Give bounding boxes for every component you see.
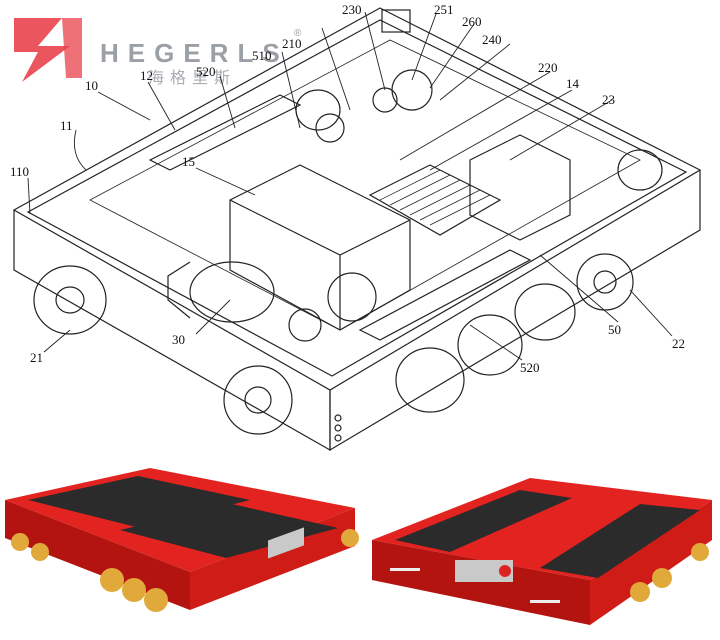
exploded-line-drawing: 10 11 12 14 15 21 22 23 30 50 110 210 22… [10,2,702,452]
callout-22: 22 [672,336,685,351]
gear-front-small [288,308,322,342]
frame-left-wall [13,210,331,452]
brand-logo: HEGERLS 海格里斯 ® [8,12,301,87]
frame-right-wall [329,170,701,452]
gear-lift-large [391,69,433,111]
callout-251: 251 [434,2,454,17]
lift-rail-front [358,249,532,341]
callout-30: 30 [172,332,185,347]
callout-220: 220 [538,60,558,75]
wheel-21-hub [55,286,85,314]
robot-render-left [5,468,359,612]
wheel-icon [122,578,146,602]
hydraulic-block [469,134,571,241]
callout-520-rear: 520 [196,64,216,79]
battery-box-edges [229,199,411,330]
emergency-stop-icon [499,565,511,577]
brand-chinese-name: 海格里斯 [148,68,237,87]
callout-10: 10 [85,78,98,93]
callout-110: 110 [10,164,29,179]
wheel-icon [100,568,124,592]
product-renderings [5,468,712,625]
wheel-right-1 [395,347,465,413]
top-connector-box [381,9,411,33]
wheel-icon [144,588,168,612]
brand-name: HEGERLS [100,38,289,68]
indicator-dot [334,424,342,432]
wheel-right-3 [514,283,576,341]
light-strip [530,600,560,603]
gear-front-right [327,272,377,322]
callout-50: 50 [608,322,621,337]
drive-motor [189,261,275,323]
wheel-icon [11,533,29,551]
frame-inner-outline [26,19,688,377]
indicator-dot [334,434,342,442]
right-top-pad-left [395,490,572,552]
callout-230: 230 [342,2,362,17]
callout-12: 12 [140,68,153,83]
wheel-icon [31,543,49,561]
left-top-pad-front [120,504,338,558]
wheel-left-rear [223,365,293,435]
callout-11: 11 [60,118,73,133]
wheel-right-2 [457,314,523,376]
heatsink-fins [379,169,491,226]
right-control-panel [455,560,513,582]
registered-mark: ® [294,28,302,39]
wheel-21 [33,265,107,335]
callout-21: 21 [30,350,43,365]
callout-15: 15 [182,154,195,169]
wheel-icon [691,543,709,561]
right-top-pad-right [540,504,700,578]
robot-render-right [372,478,712,625]
wheel-icon [630,582,650,602]
wheel-22 [576,253,634,311]
callout-labels: 10 11 12 14 15 21 22 23 30 50 110 210 22… [10,2,685,375]
inner-tray [89,39,641,331]
callout-240: 240 [482,32,502,47]
leader-lines [27,11,673,361]
wheel-rear-left [295,89,341,131]
wheel-left-rear-hub [244,386,272,414]
wheel-rear-right [617,149,663,191]
gear-lift-small [372,87,398,113]
callout-23: 23 [602,92,615,107]
light-strip [390,568,420,571]
motor-housing [167,261,191,319]
left-top-pad-rear [28,476,250,528]
wheel-22-hub [593,270,617,294]
callout-510: 510 [252,48,272,63]
battery-box [229,164,411,331]
gear-rear-left [315,113,345,143]
lift-rail-rear [148,94,302,171]
callout-260: 260 [462,14,482,29]
indicator-dot [334,414,342,422]
callout-14: 14 [566,76,580,91]
left-control-panel [268,527,304,559]
wheel-icon [341,529,359,547]
callout-520-front: 520 [520,360,540,375]
wheel-icon [652,568,672,588]
callout-210: 210 [282,36,302,51]
lightning-logo-icon [14,18,82,82]
controller-heatsink [368,164,502,236]
frame-top-outline [12,7,702,391]
